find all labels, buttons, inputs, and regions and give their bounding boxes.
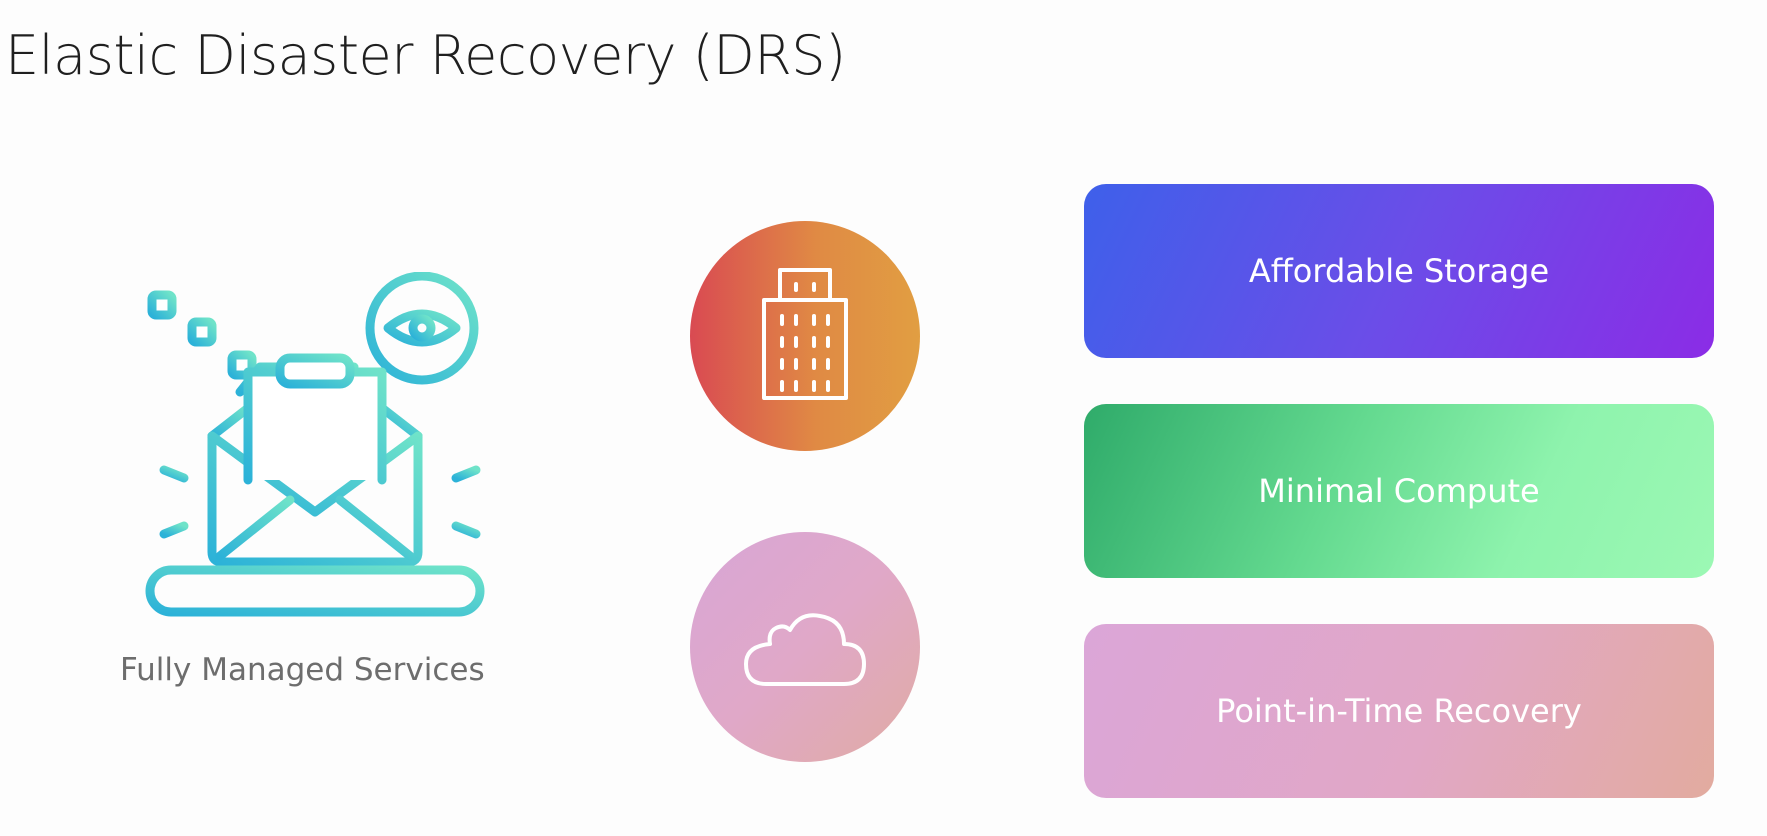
building-circle [690, 221, 920, 451]
slide-title: Elastic Disaster Recovery (DRS) [5, 24, 846, 87]
card-label: Minimal Compute [1258, 472, 1540, 510]
card-label: Point-in-Time Recovery [1216, 692, 1582, 730]
minimal-compute-card: Minimal Compute [1084, 404, 1714, 578]
point-in-time-recovery-card: Point-in-Time Recovery [1084, 624, 1714, 798]
card-label: Affordable Storage [1248, 252, 1550, 290]
building-icon [760, 266, 850, 406]
cloud-circle [690, 532, 920, 762]
cloud-icon [740, 600, 870, 694]
services-label: Fully Managed Services [120, 652, 485, 688]
mail-settings-icon [140, 271, 500, 622]
affordable-storage-card: Affordable Storage [1084, 184, 1714, 358]
